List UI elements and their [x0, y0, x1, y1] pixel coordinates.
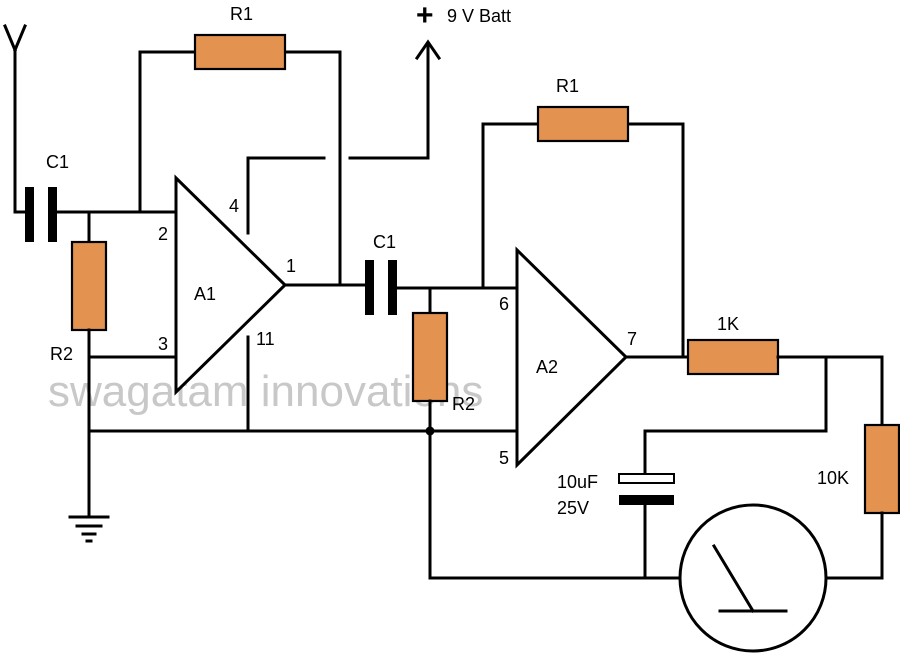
label-plus-sign: + — [416, 0, 434, 32]
capacitor-c1-input — [25, 187, 57, 242]
wire-node-to-cap — [643, 355, 828, 476]
label-pin-6: 6 — [499, 294, 509, 314]
resistor-r1-top — [193, 33, 287, 71]
label-pin-11: 11 — [256, 329, 275, 349]
label-pin-7: 7 — [627, 329, 637, 349]
resistor-1k — [686, 338, 780, 376]
label-r2-mid: R2 — [452, 394, 475, 414]
label-pin-5: 5 — [499, 448, 509, 468]
antenna-icon — [3, 24, 30, 214]
wire-1k-to-10k — [776, 355, 884, 427]
resistor-r2-mid — [411, 311, 449, 403]
capacitor-10uf — [618, 473, 675, 505]
label-cap-voltage: 25V — [557, 498, 589, 518]
opamp-a1 — [174, 174, 288, 396]
wire-10k-to-meter — [824, 511, 884, 580]
label-r1-right: R1 — [556, 76, 579, 96]
resistor-r2-left — [70, 240, 108, 332]
label-10k: 10K — [817, 468, 849, 488]
ground-icon — [68, 515, 110, 543]
label-supply: 9 V Batt — [447, 6, 511, 26]
label-cap-value: 10uF — [557, 472, 598, 492]
label-pin-3: 3 — [158, 334, 168, 354]
label-a2: A2 — [536, 357, 558, 377]
label-r2-left: R2 — [50, 344, 73, 364]
wire-r2-mid-bottom — [428, 399, 682, 580]
wire-r1-top-feedback — [138, 50, 342, 287]
wire-r1-right-feedback — [481, 122, 685, 359]
label-c1-input: C1 — [46, 152, 69, 172]
label-1k: 1K — [717, 314, 739, 334]
label-pin-4: 4 — [229, 196, 239, 216]
label-c1-mid: C1 — [373, 232, 396, 252]
wire-a1-pin4-supply — [246, 43, 430, 235]
label-pin-2: 2 — [158, 224, 168, 244]
resistor-10k — [863, 423, 900, 515]
label-r1-top: R1 — [230, 4, 253, 24]
resistor-r1-right — [536, 105, 630, 143]
capacitor-c1-mid — [365, 260, 397, 315]
label-a1: A1 — [194, 284, 216, 304]
label-pin-1: 1 — [286, 256, 296, 276]
opamp-a2 — [515, 246, 629, 469]
meter-icon — [678, 503, 828, 653]
supply-arrow-icon — [414, 39, 442, 61]
watermark-text: swagatam innovations — [48, 367, 483, 416]
